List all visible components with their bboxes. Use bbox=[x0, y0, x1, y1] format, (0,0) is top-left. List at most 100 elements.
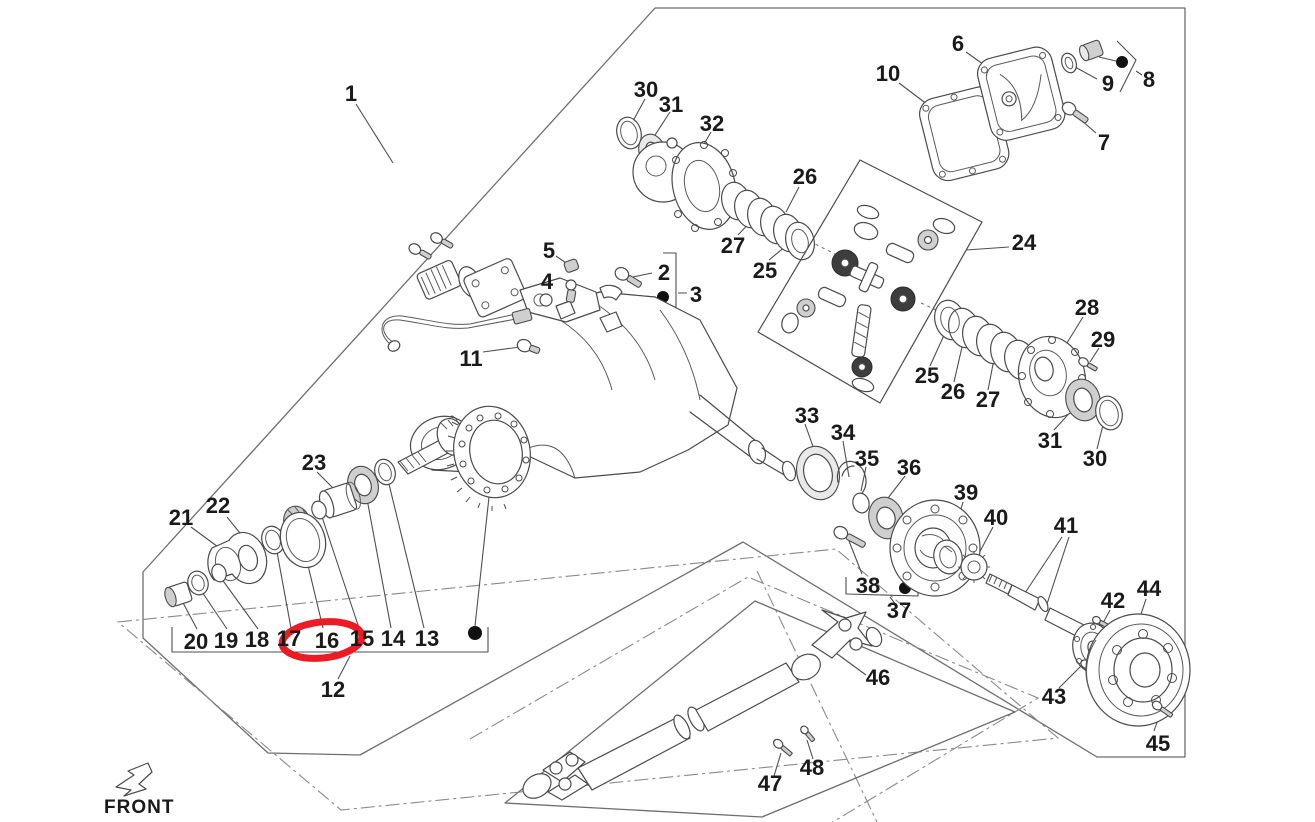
screw-47 bbox=[772, 738, 793, 757]
callout-35: 35 bbox=[855, 446, 879, 471]
carrier-32 bbox=[632, 137, 737, 232]
callout-19: 19 bbox=[214, 628, 238, 653]
breather-plug-9 bbox=[1060, 39, 1104, 74]
brake-pipe-11 bbox=[381, 293, 553, 354]
pinion-support-assembly bbox=[408, 232, 623, 333]
callout-45: 45 bbox=[1146, 731, 1170, 756]
callout-10: 10 bbox=[876, 61, 900, 86]
plug-5 bbox=[563, 258, 580, 273]
differential-cover-group bbox=[919, 39, 1104, 182]
rear-yoke bbox=[791, 609, 883, 681]
clutch-pack-b-group bbox=[934, 299, 1123, 431]
callout-12: 12 bbox=[321, 677, 345, 702]
callout-18: 18 bbox=[245, 627, 269, 652]
axle-shaft-41 bbox=[985, 573, 1087, 639]
nut-20 bbox=[164, 581, 193, 608]
callout-6: 6 bbox=[952, 31, 964, 56]
callout-4: 4 bbox=[541, 269, 554, 294]
callout-40: 40 bbox=[984, 505, 1008, 530]
front-arrow-icon bbox=[115, 762, 153, 797]
ring-30 bbox=[616, 116, 642, 150]
callout-39: 39 bbox=[954, 480, 978, 505]
differential-carrier-group bbox=[616, 116, 815, 261]
hub-and-drum-group bbox=[795, 445, 1191, 727]
brake-drum-44 bbox=[1085, 613, 1191, 727]
callout-30: 30 bbox=[1083, 446, 1107, 471]
stud-38 bbox=[833, 525, 866, 548]
callout-43: 43 bbox=[1042, 684, 1066, 709]
snap-ring-34 bbox=[836, 460, 867, 497]
callout-37: 37 bbox=[887, 598, 911, 623]
callout-26: 26 bbox=[793, 164, 817, 189]
clutch-pack-a bbox=[721, 181, 815, 261]
callout-23: 23 bbox=[302, 450, 326, 475]
callout-32: 32 bbox=[700, 111, 724, 136]
callout-17: 17 bbox=[277, 626, 301, 651]
callout-7: 7 bbox=[1098, 130, 1110, 155]
seal-22 bbox=[279, 511, 327, 569]
callout-15: 15 bbox=[350, 626, 374, 651]
screw-45 bbox=[1151, 700, 1174, 718]
differential-internals-box-24 bbox=[757, 159, 983, 404]
clamp-3 bbox=[599, 284, 623, 301]
callout-30: 30 bbox=[634, 77, 658, 102]
callout-9: 9 bbox=[1102, 71, 1114, 96]
front-yoke bbox=[522, 751, 589, 801]
front-indicator: FRONT bbox=[104, 762, 174, 818]
callout-13: 13 bbox=[415, 626, 439, 651]
bolt-2 bbox=[614, 266, 642, 288]
callout-48: 48 bbox=[800, 755, 824, 780]
callout-2: 2 bbox=[658, 260, 670, 285]
callout-8: 8 bbox=[1143, 67, 1155, 92]
bullet-marker bbox=[468, 626, 482, 640]
callout-26: 26 bbox=[941, 379, 965, 404]
lock-nut-40 bbox=[958, 551, 990, 583]
callout-20: 20 bbox=[184, 629, 208, 654]
callout-24: 24 bbox=[1012, 230, 1037, 255]
callout-38: 38 bbox=[856, 573, 880, 598]
propeller-shaft-border bbox=[504, 600, 1016, 818]
screw-48 bbox=[800, 725, 816, 743]
callout-3: 3 bbox=[690, 282, 702, 307]
callout-22: 22 bbox=[206, 493, 230, 518]
callout-27: 27 bbox=[721, 233, 745, 258]
callout-33: 33 bbox=[795, 403, 819, 428]
breather-4 bbox=[565, 279, 577, 303]
bullet-marker bbox=[1116, 56, 1128, 68]
lock-washer-39 bbox=[933, 539, 963, 575]
callout-41: 41 bbox=[1054, 513, 1078, 538]
callout-25: 25 bbox=[753, 258, 777, 283]
callout-42: 42 bbox=[1101, 588, 1125, 613]
callout-34: 34 bbox=[831, 420, 856, 445]
bolt-29 bbox=[1078, 357, 1098, 372]
dash-dot-alignment-lines bbox=[116, 548, 1060, 822]
callout-27: 27 bbox=[976, 387, 1000, 412]
callout-47: 47 bbox=[758, 771, 782, 796]
front-label: FRONT bbox=[104, 797, 174, 818]
pinion-ring-gear-group bbox=[164, 405, 531, 608]
ring-35 bbox=[852, 492, 870, 514]
cover-6 bbox=[976, 46, 1066, 141]
shaft-tube-front bbox=[577, 717, 691, 791]
highlight-ellipse-16 bbox=[278, 618, 366, 662]
callout-14: 14 bbox=[381, 626, 406, 651]
propeller-shaft-group bbox=[522, 609, 883, 801]
callout-21: 21 bbox=[169, 505, 193, 530]
bolt-7 bbox=[1061, 101, 1089, 124]
ring-gear-12 bbox=[446, 405, 531, 511]
pinion-bearing-stack bbox=[164, 458, 396, 608]
callout-46: 46 bbox=[866, 665, 890, 690]
ring-30 bbox=[1095, 395, 1123, 431]
callout-11: 11 bbox=[459, 346, 482, 371]
callout-31: 31 bbox=[1038, 428, 1062, 453]
shaft-tube-rear bbox=[695, 662, 800, 732]
callout-31: 31 bbox=[659, 92, 683, 117]
callout-25: 25 bbox=[915, 363, 939, 388]
callout-1: 1 bbox=[345, 81, 357, 106]
callout-29: 29 bbox=[1091, 327, 1115, 352]
callout-16: 16 bbox=[315, 628, 339, 653]
spacer-23 bbox=[318, 481, 361, 519]
